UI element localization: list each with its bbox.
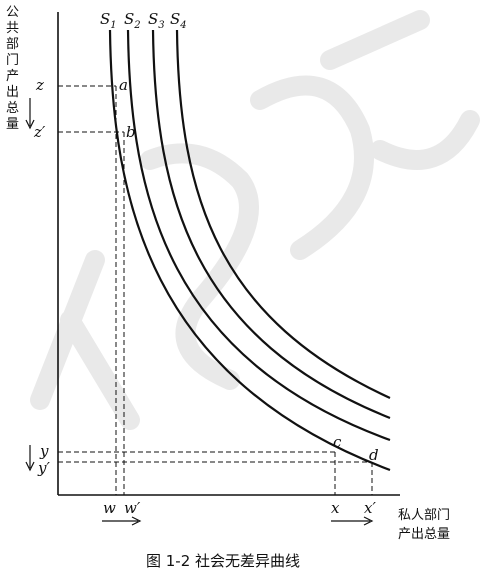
- curve-s3: [151, 29, 391, 420]
- x-axis-label-line2: 产出总量: [398, 527, 450, 542]
- arrow-down-y-icon: [25, 445, 35, 472]
- curve-label-s2: S2: [124, 10, 141, 31]
- figure-caption: 图 1-2 社会无差异曲线: [146, 552, 300, 570]
- point-labels: a b c d: [119, 76, 379, 464]
- curve-labels: S1 S2 S3 S4: [100, 10, 187, 31]
- curve-label-s4: S4: [170, 10, 187, 31]
- projection-lines: [58, 85, 373, 495]
- arrow-down-z-icon: [25, 98, 35, 130]
- tick-y: y: [39, 442, 49, 460]
- shift-arrows: [25, 98, 374, 526]
- tick-labels: z z′ y y′ w w′ x x′: [33, 76, 376, 517]
- point-a: a: [119, 76, 128, 94]
- y-axis-label: 公共部门产出总量: [6, 5, 19, 132]
- curve-label-s1: S1: [100, 10, 117, 31]
- tick-x: x: [331, 499, 340, 517]
- point-c: c: [333, 433, 342, 451]
- curve-s1: [108, 29, 391, 472]
- x-axis-label-line1: 私人部门: [398, 508, 450, 523]
- tick-w-prime: w′: [124, 499, 141, 517]
- tick-x-prime: x′: [364, 499, 376, 517]
- point-d: d: [369, 446, 379, 464]
- arrow-right-w-icon: [102, 516, 142, 526]
- tick-z-prime: z′: [33, 123, 46, 141]
- curve-s4: [175, 29, 391, 399]
- watermark: [30, 10, 480, 430]
- arrow-right-x-icon: [331, 516, 374, 526]
- tick-w: w: [103, 499, 116, 517]
- point-b: b: [126, 123, 136, 141]
- tick-z: z: [35, 76, 44, 94]
- curves: [108, 29, 391, 472]
- curve-label-s3: S3: [148, 10, 165, 31]
- curve-s2: [126, 29, 391, 442]
- tick-y-prime: y′: [37, 459, 50, 477]
